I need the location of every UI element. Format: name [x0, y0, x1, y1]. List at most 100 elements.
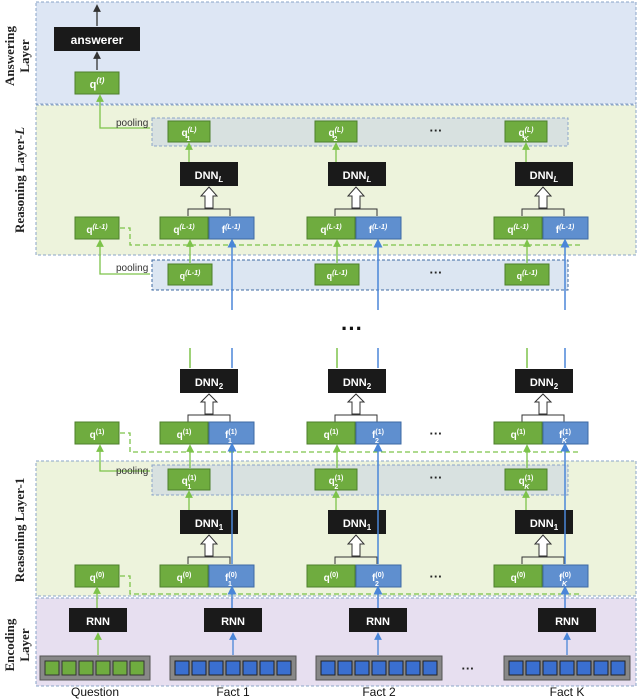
- dnn-1-K: DNN1: [515, 490, 573, 534]
- pool-L-qK: q(L)K: [504, 120, 548, 143]
- svg-text:q(L-1): q(L-1): [86, 224, 108, 236]
- pool-1-q1: q(1)1: [167, 468, 211, 491]
- pooling-Lm1-label: pooling: [116, 263, 148, 274]
- pool-1-ellipsis: ···: [430, 470, 443, 485]
- svg-text:RNN: RNN: [366, 616, 390, 628]
- svg-text:f(1)K: f(1)K: [559, 429, 571, 445]
- dnn-1-2: DNN1: [328, 490, 386, 534]
- question-tokens: [39, 655, 151, 681]
- encoding-layer-title-2: Layer: [17, 628, 32, 661]
- svg-text:q(0): q(0): [90, 572, 105, 584]
- svg-text:q(1)1: q(1)1: [182, 475, 197, 491]
- svg-text:f(1)2: f(1)2: [372, 429, 384, 445]
- dnn-L-2: DNNL: [328, 142, 386, 186]
- row0-ellipsis: ···: [430, 569, 443, 584]
- fact2-pair-L: q(L-1) f(L-1): [306, 216, 402, 240]
- svg-text:DNN2: DNN2: [195, 377, 224, 391]
- svg-text:DNN1: DNN1: [530, 518, 559, 532]
- svg-text:q(0): q(0): [177, 572, 192, 584]
- encoding-up-arrows: [94, 632, 571, 655]
- answerer-box: [54, 27, 140, 51]
- svg-text:q(L-1): q(L-1): [320, 224, 342, 236]
- reasoning-layer-1-title: Reasoning Layer-1: [12, 478, 27, 583]
- factK-tokens: [503, 655, 631, 681]
- pool-1-qK: q(1)K: [504, 468, 548, 491]
- svg-text:q(1): q(1): [90, 429, 105, 441]
- pool-L-ellipsis: ···: [430, 123, 443, 138]
- dnn-1-1: DNN1: [180, 490, 238, 534]
- svg-text:DNN2: DNN2: [343, 377, 372, 391]
- svg-text:DNNL: DNNL: [530, 170, 559, 184]
- hollow-arrows-1: [187, 534, 565, 564]
- svg-text:RNN: RNN: [221, 616, 245, 628]
- mid-ellipsis: ···: [341, 316, 363, 341]
- label-fact-1: Fact 1: [216, 685, 250, 699]
- label-fact-K: Fact K: [550, 685, 585, 699]
- reasoning-layer-L-title: Reasoning Layer-L: [12, 127, 27, 233]
- pool-Lm1-q1: q(L-1): [167, 263, 213, 286]
- svg-text:DNNL: DNNL: [343, 170, 372, 184]
- hollow-arrows-L: [187, 186, 565, 216]
- fact2-tokens: [315, 655, 443, 681]
- svg-text:f(1)1: f(1)1: [225, 429, 237, 445]
- pool-Lm1-qK: q(L-1): [504, 263, 550, 286]
- svg-text:q(L-1): q(L-1): [507, 224, 529, 236]
- pool-1-row: [151, 464, 569, 496]
- svg-text:f(0)K: f(0)K: [559, 572, 571, 588]
- fact1-pair-L: q(L-1) f(L-1): [159, 216, 255, 240]
- rnn-question: RNN: [69, 608, 127, 632]
- svg-text:q(L-1): q(L-1): [517, 270, 538, 281]
- q-Lm1-question: q(L-1): [74, 216, 120, 240]
- svg-text:f(0)1: f(0)1: [225, 572, 237, 588]
- dnn-2-K: DNN2: [515, 369, 573, 393]
- pool-Lm1-ellipsis: ···: [430, 265, 443, 280]
- svg-text:q(1): q(1): [511, 429, 526, 441]
- answering-layer-panel: [35, 1, 637, 105]
- svg-text:q(L-1): q(L-1): [173, 224, 195, 236]
- svg-text:q(1)K: q(1)K: [519, 475, 534, 491]
- fact1-tokens: [169, 655, 297, 681]
- dnn-2-2: DNN2: [328, 369, 386, 393]
- broadcast-L: [120, 227, 580, 246]
- pool-L-q2: q(L)2: [314, 120, 358, 143]
- encoding-layer-title: Encoding: [2, 618, 17, 671]
- pooling-L-arrow: [96, 94, 150, 129]
- dnn-L-K: DNNL: [515, 142, 573, 186]
- broadcast-1: [120, 432, 580, 453]
- q1-question: q(1): [74, 421, 120, 445]
- q-t-label: q(t): [90, 76, 105, 91]
- q-t-box: [74, 71, 120, 95]
- pooling-1-arrow: [96, 444, 150, 472]
- green-up-links-lower: [93, 444, 531, 608]
- svg-text:q(L-1): q(L-1): [180, 270, 201, 281]
- svg-text:q(1): q(1): [177, 429, 192, 441]
- dnn-L-1: DNNL: [180, 142, 238, 186]
- fact2-pair-1: q(1) f(1)2: [306, 421, 402, 445]
- pooling-1-label: pooling: [116, 466, 148, 477]
- svg-text:q(L)K: q(L)K: [518, 127, 534, 143]
- pooling-L-label: pooling: [116, 118, 148, 129]
- pool-L-q1: q(L)1: [167, 120, 211, 143]
- svg-text:f(L-1): f(L-1): [556, 224, 575, 236]
- answerer-label: answerer: [71, 33, 124, 47]
- svg-text:q(1)2: q(1)2: [329, 475, 344, 491]
- row1-ellipsis: ···: [430, 426, 443, 441]
- dnn-2-1: DNN2: [180, 369, 238, 393]
- fact1-pair-0: q(0) f(0)1: [159, 564, 255, 588]
- rnn-fact2: RNN: [349, 608, 407, 632]
- broadcast-0: [120, 575, 580, 595]
- rnn-fact1: RNN: [204, 608, 262, 632]
- svg-text:q(L-1): q(L-1): [327, 270, 348, 281]
- pool-Lm1-q2: q(L-1): [314, 263, 360, 286]
- answering-layer-title-2: Layer: [17, 39, 32, 72]
- answering-layer-title: Answering: [2, 26, 17, 86]
- pool-L-row: [151, 117, 569, 147]
- label-question: Question: [71, 685, 119, 699]
- hollow-arrows-2: [187, 393, 565, 422]
- svg-text:f(L-1): f(L-1): [222, 224, 241, 236]
- svg-text:f(L-1): f(L-1): [369, 224, 388, 236]
- green-stubs-mid: [189, 348, 528, 368]
- factK-pair-L: q(L-1) f(L-1): [493, 216, 589, 240]
- svg-text:q(L)2: q(L)2: [328, 127, 344, 143]
